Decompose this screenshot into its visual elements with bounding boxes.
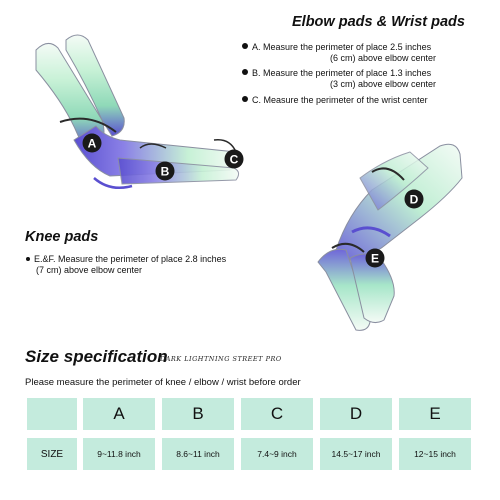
marker-c: C xyxy=(224,149,244,169)
elbow-item-a: A. Measure the perimeter of place 2.5 in… xyxy=(242,42,436,64)
column-value-d: 14.5~17 inch xyxy=(320,438,392,470)
marker-c-label: C xyxy=(230,153,239,167)
column-header-c: C xyxy=(241,398,313,430)
row-label-size: SIZE xyxy=(27,438,77,470)
elbow-item-a-line1: A. Measure the perimeter of place 2.5 in… xyxy=(252,42,432,52)
knee-section-title: Knee pads xyxy=(25,229,99,245)
arm-figure xyxy=(35,34,240,189)
elbow-item-c: C. Measure the perimeter of the wrist ce… xyxy=(242,95,428,106)
column-header-b-label: B xyxy=(192,404,204,423)
marker-b: B xyxy=(155,161,175,181)
row-label-size-text: SIZE xyxy=(40,448,64,460)
bullet-icon xyxy=(242,43,248,49)
column-header-d-label: D xyxy=(349,404,363,423)
marker-a-label: A xyxy=(88,137,97,151)
elbow-item-b-line2: (3 cm) above elbow center xyxy=(330,79,437,89)
column-value-d-text: 14.5~17 inch xyxy=(331,449,381,459)
column-header-d: D xyxy=(320,398,392,430)
marker-d-label: D xyxy=(410,193,419,207)
column-value-c: 7.4~9 inch xyxy=(241,438,313,470)
elbow-section-title: Elbow pads & Wrist pads xyxy=(292,14,465,30)
elbow-item-b-line1: B. Measure the perimeter of place 1.3 in… xyxy=(252,68,432,78)
elbow-item-c-line1: C. Measure the perimeter of the wrist ce… xyxy=(252,95,428,105)
size-section-title: Size specification xyxy=(25,347,168,366)
marker-e: E xyxy=(365,248,385,268)
knee-item-ef-line1: E.&F. Measure the perimeter of place 2.8… xyxy=(34,254,227,264)
column-value-e: 12~15 inch xyxy=(399,438,471,470)
column-header-e-label: E xyxy=(429,404,441,423)
bullet-icon xyxy=(26,257,30,261)
marker-a: A xyxy=(82,133,102,153)
bullet-icon xyxy=(242,69,248,75)
knee-item-ef-line2: (7 cm) above elbow center xyxy=(36,265,143,275)
column-value-e-text: 12~15 inch xyxy=(414,449,456,459)
size-instruction: Please measure the perimeter of knee / e… xyxy=(25,377,301,388)
column-value-a: 9~11.8 inch xyxy=(83,438,155,470)
column-value-b-text: 8.6~11 inch xyxy=(176,449,220,459)
column-header-e: E xyxy=(399,398,471,430)
marker-e-label: E xyxy=(371,252,379,266)
knee-item-ef: E.&F. Measure the perimeter of place 2.8… xyxy=(26,254,226,276)
column-header-a: A xyxy=(83,398,155,430)
elbow-item-b: B. Measure the perimeter of place 1.3 in… xyxy=(242,68,436,90)
column-header-c-label: C xyxy=(270,404,284,423)
brand-script: DARK LIGHTNING STREET PRO xyxy=(160,355,282,363)
marker-b-label: B xyxy=(161,165,170,179)
leg-figure xyxy=(317,143,463,331)
column-value-c-text: 7.4~9 inch xyxy=(257,449,297,459)
column-value-a-text: 9~11.8 inch xyxy=(97,449,141,459)
bullet-icon xyxy=(242,96,248,102)
column-value-b: 8.6~11 inch xyxy=(162,438,234,470)
column-header-b: B xyxy=(162,398,234,430)
elbow-item-a-line2: (6 cm) above elbow center xyxy=(330,53,437,63)
marker-d: D xyxy=(404,189,424,209)
table-corner xyxy=(27,398,77,430)
column-header-a-label: A xyxy=(113,404,125,423)
